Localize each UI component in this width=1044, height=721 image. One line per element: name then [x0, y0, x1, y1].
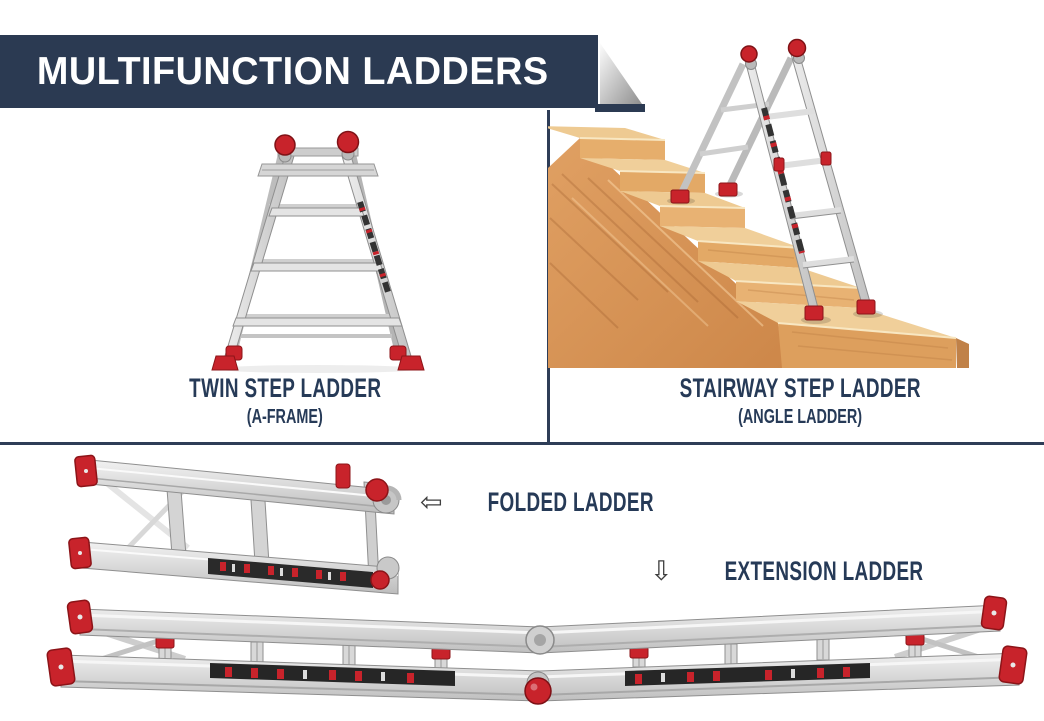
- rung-locks: [155, 633, 925, 660]
- decal-red-marks: [220, 562, 346, 581]
- folded-ladder-label: ⇦ FOLDED LADDER: [420, 487, 689, 518]
- decal-strip-right: [625, 663, 870, 686]
- decal-red-marks: [225, 667, 850, 684]
- rear-legs: [670, 56, 795, 204]
- hinge-caps: [740, 38, 807, 70]
- page-fold-decoration: [595, 43, 645, 112]
- arrow-down-icon: ⇩: [650, 556, 673, 587]
- center-hinge: [524, 625, 555, 705]
- page-title: MULTIFUNCTION LADDERS: [36, 50, 549, 93]
- stairway-subtitle: (ANGLE LADDER): [738, 406, 862, 428]
- decal-white-marks: [303, 669, 795, 682]
- ladder-steps: [232, 207, 403, 327]
- stairway-caption: STAIRWAY STEP LADDER (ANGLE LADDER): [620, 373, 980, 429]
- front-legs: [221, 147, 415, 367]
- twin-subtitle: (A-FRAME): [247, 406, 323, 428]
- folded-ladder-image: [68, 448, 413, 598]
- step-grain: [707, 249, 953, 361]
- twin-caption: TWIN STEP LADDER (A-FRAME): [105, 373, 465, 429]
- decal-strips: [357, 201, 391, 293]
- angle-ladder: [667, 38, 883, 324]
- decal-strips: [761, 107, 805, 254]
- red-end-caps: [46, 595, 1028, 687]
- stairway-step-ladder-image: [548, 28, 1044, 377]
- wooden-stairs: [548, 126, 969, 368]
- banner: MULTIFUNCTION LADDERS: [0, 35, 598, 108]
- extension-ladder-image: [35, 593, 1039, 721]
- fold-base-strip: [595, 104, 645, 112]
- twin-step-ladder-image: [192, 112, 444, 374]
- red-end-caps: [68, 454, 98, 570]
- extension-label-text: EXTENSION LADDER: [724, 556, 924, 586]
- wood-grain: [549, 173, 764, 329]
- rung-locks: [773, 151, 832, 172]
- ground-shadow: [218, 365, 418, 373]
- horizontal-divider: [0, 442, 1044, 445]
- stair-side-panel: [548, 138, 784, 368]
- twin-title: TWIN STEP LADDER: [188, 373, 382, 403]
- folded-label-text: FOLDED LADDER: [487, 487, 654, 517]
- decal-white-marks: [232, 564, 331, 580]
- right-hinge: [335, 463, 402, 590]
- extension-ladder-label: ⇩ EXTENSION LADDER: [650, 556, 966, 587]
- red-feet: [804, 299, 876, 321]
- hinge-caps: [274, 130, 360, 163]
- arrow-left-icon: ⇦: [420, 487, 443, 518]
- red-feet: [211, 345, 425, 371]
- bottom-rail: [81, 541, 399, 595]
- fold-triangle: [600, 43, 642, 104]
- stairway-title: STAIRWAY STEP LADDER: [679, 373, 921, 403]
